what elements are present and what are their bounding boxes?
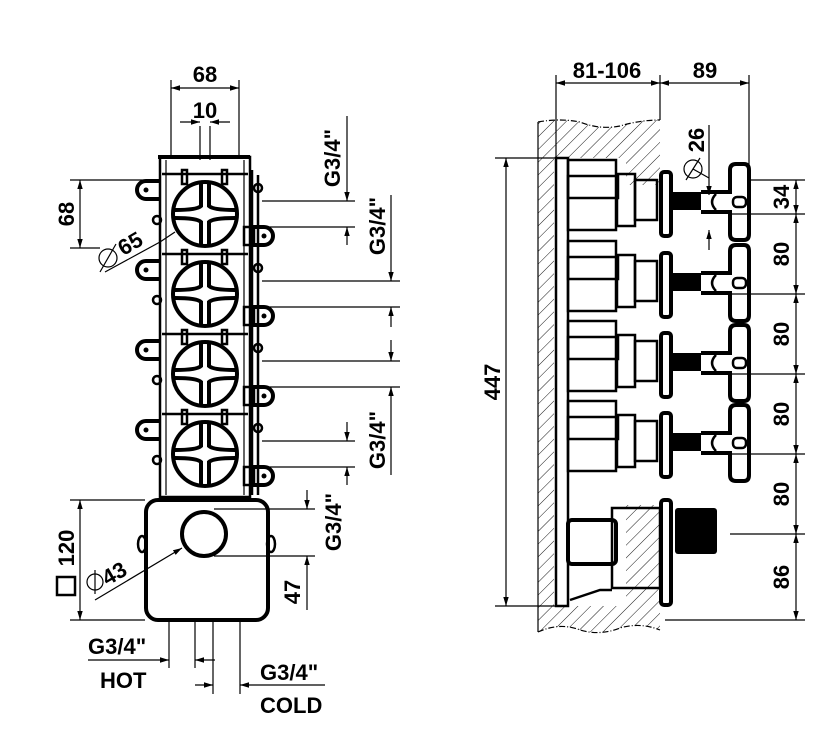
cover-plate xyxy=(659,251,673,319)
dim-hot-inlet: G3/4" HOT xyxy=(88,622,215,693)
dim-front-width-outer: 68 xyxy=(170,62,240,158)
mounting-ear xyxy=(135,339,160,361)
dim-text: 447 xyxy=(480,364,505,401)
dim-text: 26 xyxy=(684,128,709,152)
dim-text: 80 xyxy=(769,242,794,266)
dim-mixer-thread: G3/4" 47 xyxy=(214,490,346,610)
bolt xyxy=(151,294,163,306)
valve-cartridge xyxy=(135,168,275,248)
threaded-spindle xyxy=(671,353,701,371)
dim-spacings: 34 80 80 80 80 86 xyxy=(665,179,805,621)
dim-text: G3/4" xyxy=(365,197,390,255)
valve-cartridges xyxy=(135,168,275,488)
cold-label: COLD xyxy=(260,693,322,718)
threaded-spindle xyxy=(671,192,701,210)
bolt xyxy=(252,262,264,274)
dim-total-height: 447 xyxy=(480,157,556,607)
bolt xyxy=(252,342,264,354)
dim-thread-2: G3/4" xyxy=(262,195,400,327)
valve-circle xyxy=(171,260,239,328)
side-body xyxy=(554,156,751,608)
bolt xyxy=(151,374,163,386)
threaded-spindle xyxy=(671,273,701,291)
dim-thread-4 xyxy=(262,422,355,485)
side-mixer-module xyxy=(566,498,717,607)
dim-text: 80 xyxy=(769,402,794,426)
dim-cold-inlet: G3/4" COLD xyxy=(195,622,325,718)
dim-front-pitch: 68 xyxy=(54,179,150,249)
cross-handle-icon xyxy=(174,264,236,324)
dim-install-depth: 81-106 xyxy=(555,58,661,158)
dim-text: G3/4" xyxy=(321,493,346,551)
dim-text: 81-106 xyxy=(573,58,642,83)
valve-circle xyxy=(171,180,239,248)
t-handle-icon xyxy=(701,323,751,403)
bolt xyxy=(252,182,264,194)
cover-plate xyxy=(659,498,673,607)
front-view: 68 10 68 65 xyxy=(54,62,400,718)
dim-front-width-inner: 10 xyxy=(180,98,230,160)
bolt xyxy=(252,422,264,434)
square-symbol xyxy=(55,575,77,597)
cover-plate xyxy=(659,331,673,399)
cross-handle-icon xyxy=(174,344,236,404)
dim-text: 80 xyxy=(769,482,794,506)
cover-plate xyxy=(659,170,673,238)
hot-label: HOT xyxy=(100,668,147,693)
side-valve-module xyxy=(566,239,751,323)
dim-projection: 89 xyxy=(660,58,750,180)
side-view: 81-106 89 26 447 34 80 80 80 80 86 xyxy=(480,58,805,634)
side-valve-module xyxy=(566,158,751,242)
cover-plate xyxy=(659,411,673,479)
mounting-ear xyxy=(135,179,160,201)
t-handle-icon xyxy=(701,162,751,242)
bolt xyxy=(151,454,163,466)
valve-cartridge xyxy=(135,328,275,408)
mixer-spindle xyxy=(675,508,717,554)
cross-handle-icon xyxy=(174,424,236,484)
valve-cartridge xyxy=(135,408,275,488)
dim-text: 68 xyxy=(193,62,217,87)
dim-handle-diameter: 26 xyxy=(683,125,712,250)
side-valve-module xyxy=(566,319,751,403)
cold-thread-label: G3/4" xyxy=(260,660,318,685)
dim-text: 47 xyxy=(280,580,305,604)
t-handle-icon xyxy=(701,243,751,323)
cross-handle-icon xyxy=(174,184,236,244)
mixer-box xyxy=(136,498,277,622)
dim-text: 34 xyxy=(769,184,794,209)
bolt xyxy=(151,214,163,226)
t-handle-icon xyxy=(701,403,751,483)
valve-circle xyxy=(171,340,239,408)
dim-thread-1: G3/4" xyxy=(262,116,355,245)
side-valve-module xyxy=(566,399,751,483)
dim-text: G3/4" xyxy=(320,129,345,187)
dim-text: 120 xyxy=(54,530,79,567)
mounting-ear xyxy=(135,419,160,441)
dim-text: 89 xyxy=(693,58,717,83)
dim-text: 68 xyxy=(54,202,79,226)
dim-text: 80 xyxy=(769,322,794,346)
mixer-knob xyxy=(180,510,228,558)
valve-cartridge xyxy=(135,248,275,328)
dim-text: 86 xyxy=(769,565,794,589)
dim-thread-3: G3/4" xyxy=(262,340,400,475)
mounting-ear xyxy=(135,259,160,281)
dim-knob-diameter: 43 xyxy=(86,547,183,601)
dim-box-size: 120 xyxy=(54,499,145,621)
dim-text: 10 xyxy=(193,98,217,123)
hot-thread-label: G3/4" xyxy=(88,634,146,659)
threaded-spindle xyxy=(671,433,701,451)
dim-text: G3/4" xyxy=(365,411,390,469)
dim-text: 65 xyxy=(113,227,147,261)
valve-circle xyxy=(171,420,239,488)
